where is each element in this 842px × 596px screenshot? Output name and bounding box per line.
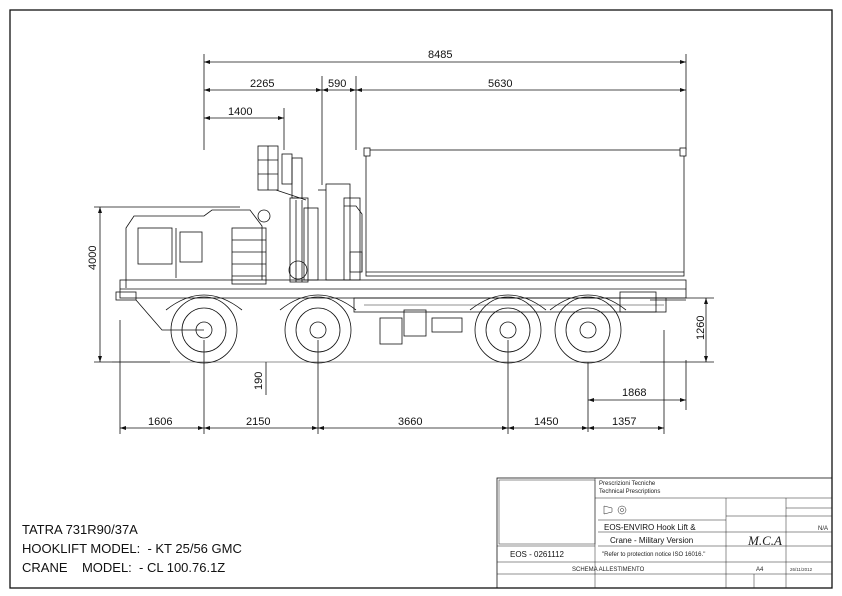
sheet-border bbox=[9, 9, 833, 589]
note-crane: CRANE MODEL: - CL 100.76.1Z bbox=[22, 560, 226, 575]
wheel-2 bbox=[284, 296, 352, 364]
wheel-3 bbox=[474, 296, 542, 364]
wheels bbox=[165, 294, 627, 364]
prescriptions-en: Technical Prescriptions bbox=[599, 489, 660, 495]
dimension-lines bbox=[94, 54, 714, 434]
projection-symbol-icon bbox=[617, 505, 627, 515]
drawing-number: EOS - 0261112 bbox=[510, 550, 565, 559]
truck-drawing bbox=[112, 145, 687, 364]
dim-clearance: 190 bbox=[253, 372, 265, 390]
dim-cab-offset: 1400 bbox=[228, 106, 252, 118]
wheel-1 bbox=[170, 296, 238, 364]
hooklift-arm bbox=[318, 183, 363, 281]
dim-rear-overhang: 1357 bbox=[612, 416, 636, 428]
note-hooklift: HOOKLIFT MODEL: - KT 25/56 GMC bbox=[22, 541, 242, 556]
dim-crane-width: 590 bbox=[328, 78, 346, 90]
dim-wheelbase-1: 2150 bbox=[246, 416, 270, 428]
chassis-frame bbox=[119, 279, 687, 345]
note-model: TATRA 731R90/37A bbox=[22, 522, 138, 537]
na-value: N/A bbox=[818, 526, 828, 532]
format: A4 bbox=[756, 567, 764, 573]
drawing-title-line2: Crane - Military Version bbox=[610, 536, 693, 545]
cab bbox=[115, 209, 271, 331]
dim-rear-offset: 1868 bbox=[622, 387, 646, 399]
drawing-title-line1: EOS-ENVIRO Hook Lift & bbox=[604, 523, 696, 532]
prescriptions-it: Prescrizioni Tecniche bbox=[599, 481, 656, 487]
dim-front-to-crane: 2265 bbox=[250, 78, 274, 90]
dimension-arrows bbox=[98, 60, 708, 430]
drawing-name: SCHEMA ALLESTIMENTO bbox=[572, 567, 645, 573]
dim-wheelbase-2: 3660 bbox=[398, 416, 422, 428]
wheel-4 bbox=[554, 296, 622, 364]
dim-front-overhang: 1606 bbox=[148, 416, 172, 428]
dim-overall-length: 8485 bbox=[428, 49, 452, 61]
title-block: Prescrizioni Tecniche Technical Prescrip… bbox=[496, 477, 833, 589]
refer-note: "Refer to protection notice ISO 16016." bbox=[602, 552, 705, 558]
container-body bbox=[363, 147, 687, 277]
dim-body-length: 5630 bbox=[488, 78, 512, 90]
dim-frame-height: 1260 bbox=[695, 316, 707, 340]
dim-height: 4000 bbox=[87, 246, 99, 270]
crane bbox=[257, 145, 319, 283]
signature: M.C.A bbox=[747, 533, 782, 548]
dim-wheelbase-3: 1450 bbox=[534, 416, 558, 428]
date: 26/11/2012 bbox=[790, 567, 813, 572]
